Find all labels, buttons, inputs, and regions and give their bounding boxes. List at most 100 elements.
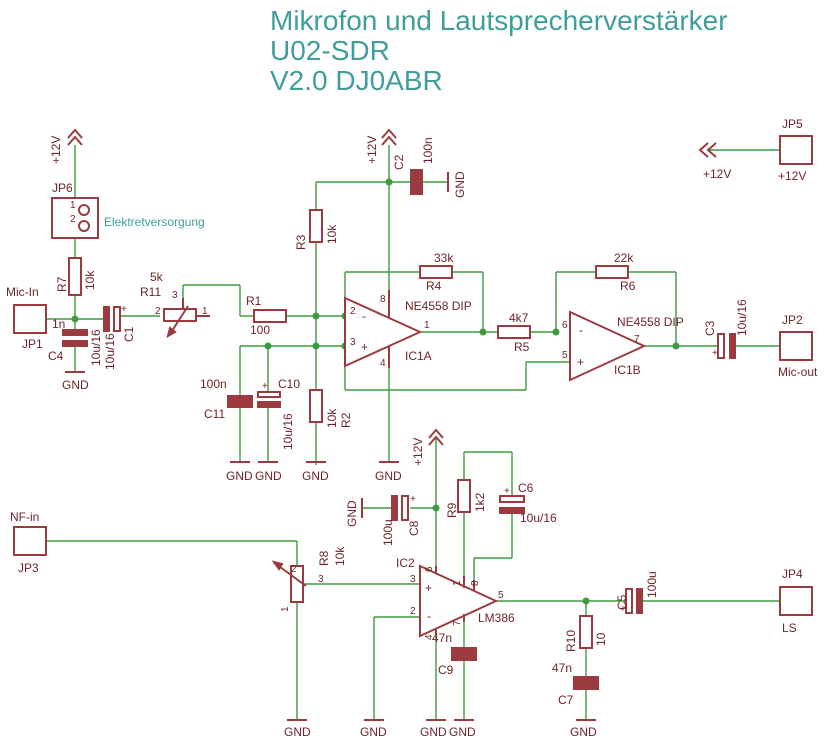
capacitor-c11: 100n C11 xyxy=(200,377,253,421)
c5-name: C5 xyxy=(615,594,629,610)
capacitor-c2: C2 100n xyxy=(392,137,435,195)
capacitor-c6: + C6 10u/16 xyxy=(499,481,557,525)
amplifier-ic2: + - 3 2 6 1 8 4 7 5 IC2 LM386 xyxy=(396,556,515,640)
supply-arrow-jp5: +12V xyxy=(698,142,731,181)
c8-name: C8 xyxy=(407,520,421,536)
r7-value: 10k xyxy=(83,270,97,290)
ic1a-plus: + xyxy=(361,340,368,354)
r8-pin1: 1 xyxy=(280,606,291,612)
jp6-pin1: 1 xyxy=(70,200,76,211)
c9-name: C9 xyxy=(438,663,454,677)
jp3-name: JP3 xyxy=(18,561,39,575)
c2-name: C2 xyxy=(392,154,406,170)
r4-value: 33k xyxy=(434,251,454,265)
r11-value: 5k xyxy=(150,270,164,284)
jp2-function: Mic-out xyxy=(778,365,818,379)
r8-name: R8 xyxy=(317,550,331,566)
capacitor-c10: + C10 10u/16 xyxy=(257,377,300,450)
r5-value: 4k7 xyxy=(509,311,529,325)
c5-value: 100u xyxy=(645,571,659,598)
r3-value: 10k xyxy=(325,224,339,244)
ic1b-pin5: 5 xyxy=(562,350,568,361)
ic2-pin3: 3 xyxy=(410,574,416,585)
c10-name: C10 xyxy=(278,377,300,391)
resistor-r6: 22k R6 xyxy=(595,251,636,293)
c8-plus: + xyxy=(410,494,416,505)
r9-value: 1k2 xyxy=(473,492,487,512)
gnd-label-ic1: GND xyxy=(375,469,402,483)
r10-name: R10 xyxy=(564,630,578,652)
jp4-function: LS xyxy=(782,621,797,635)
ic2-plus: + xyxy=(425,581,432,595)
c10-plus: + xyxy=(262,381,268,392)
ic1b-plus: + xyxy=(577,355,584,369)
c4-name: C4 xyxy=(48,349,64,363)
capacitor-c1: + C1 10u/16 xyxy=(103,304,136,370)
capacitor-c9: 47n C9 xyxy=(432,631,477,677)
resistor-r3: R3 10k xyxy=(294,209,339,250)
gnd-label-r8: GND xyxy=(284,725,311,739)
r3-name: R3 xyxy=(294,234,308,250)
title-line-3: V2.0 DJ0ABR xyxy=(270,65,443,96)
jp2-name: JP2 xyxy=(782,313,803,327)
r10-value: 10 xyxy=(594,632,608,646)
r1-name: R1 xyxy=(246,294,262,308)
gnd-symbols: GND GND GND GND GND GND GND GND GND GND … xyxy=(62,171,597,739)
capacitor-c3: + C3 10u/16 xyxy=(703,299,749,359)
gnd-label-c9: GND xyxy=(449,725,476,739)
ic1a-pin8: 8 xyxy=(380,294,386,305)
gnd-label-c8: GND xyxy=(345,500,359,527)
supply-arrow-ic2: +12V xyxy=(411,428,444,466)
r2-name: R2 xyxy=(339,412,353,428)
c11-value: 100n xyxy=(200,377,227,391)
gnd-label-c10: GND xyxy=(255,469,282,483)
r11-name: R11 xyxy=(140,285,161,299)
c3-value: 10u/16 xyxy=(735,299,749,336)
ic1b-pin6: 6 xyxy=(562,320,568,331)
ic1a-name: IC1A xyxy=(405,349,432,363)
title-line-2: U02-SDR xyxy=(270,35,390,66)
supply-arrow-ic1: +12V xyxy=(365,128,397,164)
r6-value: 22k xyxy=(614,251,634,265)
connector-jp1: Mic-In JP1 xyxy=(6,285,47,351)
gnd-label-c4: GND xyxy=(62,378,89,392)
ic2-pin6: 6 xyxy=(424,566,435,572)
ic2-pin4: 4 xyxy=(424,634,435,640)
ic1b-minus: - xyxy=(579,323,583,337)
connector-jp3: NF-in JP3 xyxy=(10,510,47,575)
r2-value: 10k xyxy=(325,408,339,428)
opamp-ic1a: - + 2 3 8 4 1 NE4558 DIP IC1A xyxy=(344,290,472,369)
c6-plus: + xyxy=(504,486,510,497)
r7-name: R7 xyxy=(55,276,69,292)
jp1-function: Mic-In xyxy=(6,285,39,299)
supply-label-jp5: +12V xyxy=(703,167,731,181)
jp3-function: NF-in xyxy=(10,510,39,524)
c2-value: 100n xyxy=(421,137,435,164)
connector-jp2: JP2 Mic-out xyxy=(778,313,818,379)
r4-name: R4 xyxy=(426,279,442,293)
resistor-r10: R10 10 xyxy=(564,615,608,652)
jp6-elektret-label: Elektretversorgung xyxy=(104,215,205,229)
r9-name: R9 xyxy=(445,502,459,518)
ic2-minus: - xyxy=(427,609,431,623)
supply-label-ic1: +12V xyxy=(365,136,379,164)
r11-pin2: 2 xyxy=(155,306,161,317)
supply-label-ic2: +12V xyxy=(411,438,425,466)
r8-value: 10k xyxy=(333,546,347,566)
r11-pin3: 3 xyxy=(172,290,178,301)
jp4-name: JP4 xyxy=(782,567,803,581)
potentiometer-r8: R8 10k 2 3 1 xyxy=(271,546,347,612)
ic2-pin2: 2 xyxy=(410,606,416,617)
ic1a-pin3: 3 xyxy=(350,337,356,348)
gnd-label-ic2-in: GND xyxy=(360,725,387,739)
ic1b-type: NE4558 DIP xyxy=(617,315,684,329)
resistor-r9: R9 1k2 xyxy=(445,479,487,518)
jp1-name: JP1 xyxy=(22,337,43,351)
c1-value: 10u/16 xyxy=(103,333,117,370)
wires xyxy=(46,145,790,720)
c1-plus: + xyxy=(121,304,127,315)
resistor-r1: R1 100 xyxy=(246,294,287,337)
jp6-pin2: 2 xyxy=(70,214,76,225)
resistor-r4: 33k R4 xyxy=(419,251,454,293)
